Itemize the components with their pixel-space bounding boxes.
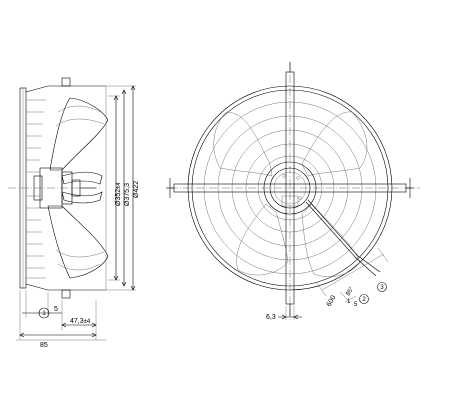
- num-5-label: 5: [354, 302, 358, 308]
- front-view: 600 85° 1 5 2 3 6,3: [166, 62, 420, 321]
- dim-85deg-label: 85°: [346, 286, 356, 297]
- side-bottom-dims: [19, 290, 97, 340]
- dim-600-label: 600: [326, 294, 338, 308]
- dim-d375-label: Ø375,3: [124, 183, 131, 206]
- dim-6-3-label: 6,3: [266, 314, 276, 321]
- callout-1: 1: [42, 311, 46, 317]
- fan-blades-side: [47, 97, 109, 279]
- cable-dims: [315, 247, 389, 304]
- side-view: Ø352±4 Ø375,3 Ø422 1 5 47,3±4 85: [8, 77, 140, 349]
- side-diameter-dims: [106, 85, 136, 291]
- dim-47-label: 47,3±4: [70, 318, 91, 325]
- callout-3: 3: [380, 285, 384, 291]
- callout-2: 2: [362, 297, 366, 303]
- dim-d352-label: Ø352±4: [115, 182, 122, 206]
- dim-d422-label: Ø422: [133, 181, 140, 198]
- side-guard: [19, 85, 49, 291]
- guard-struts: [166, 62, 414, 316]
- motor-hub-front: [263, 161, 317, 215]
- dim-5-label: 5: [54, 306, 58, 313]
- dim-6-3: [278, 306, 302, 320]
- fan-blades-front: [213, 111, 368, 277]
- cable: [305, 199, 381, 277]
- num-1-label: 1: [347, 299, 351, 305]
- side-bracket: [48, 77, 107, 299]
- dim-85-label: 85: [40, 342, 48, 349]
- guard-rings: [187, 85, 393, 291]
